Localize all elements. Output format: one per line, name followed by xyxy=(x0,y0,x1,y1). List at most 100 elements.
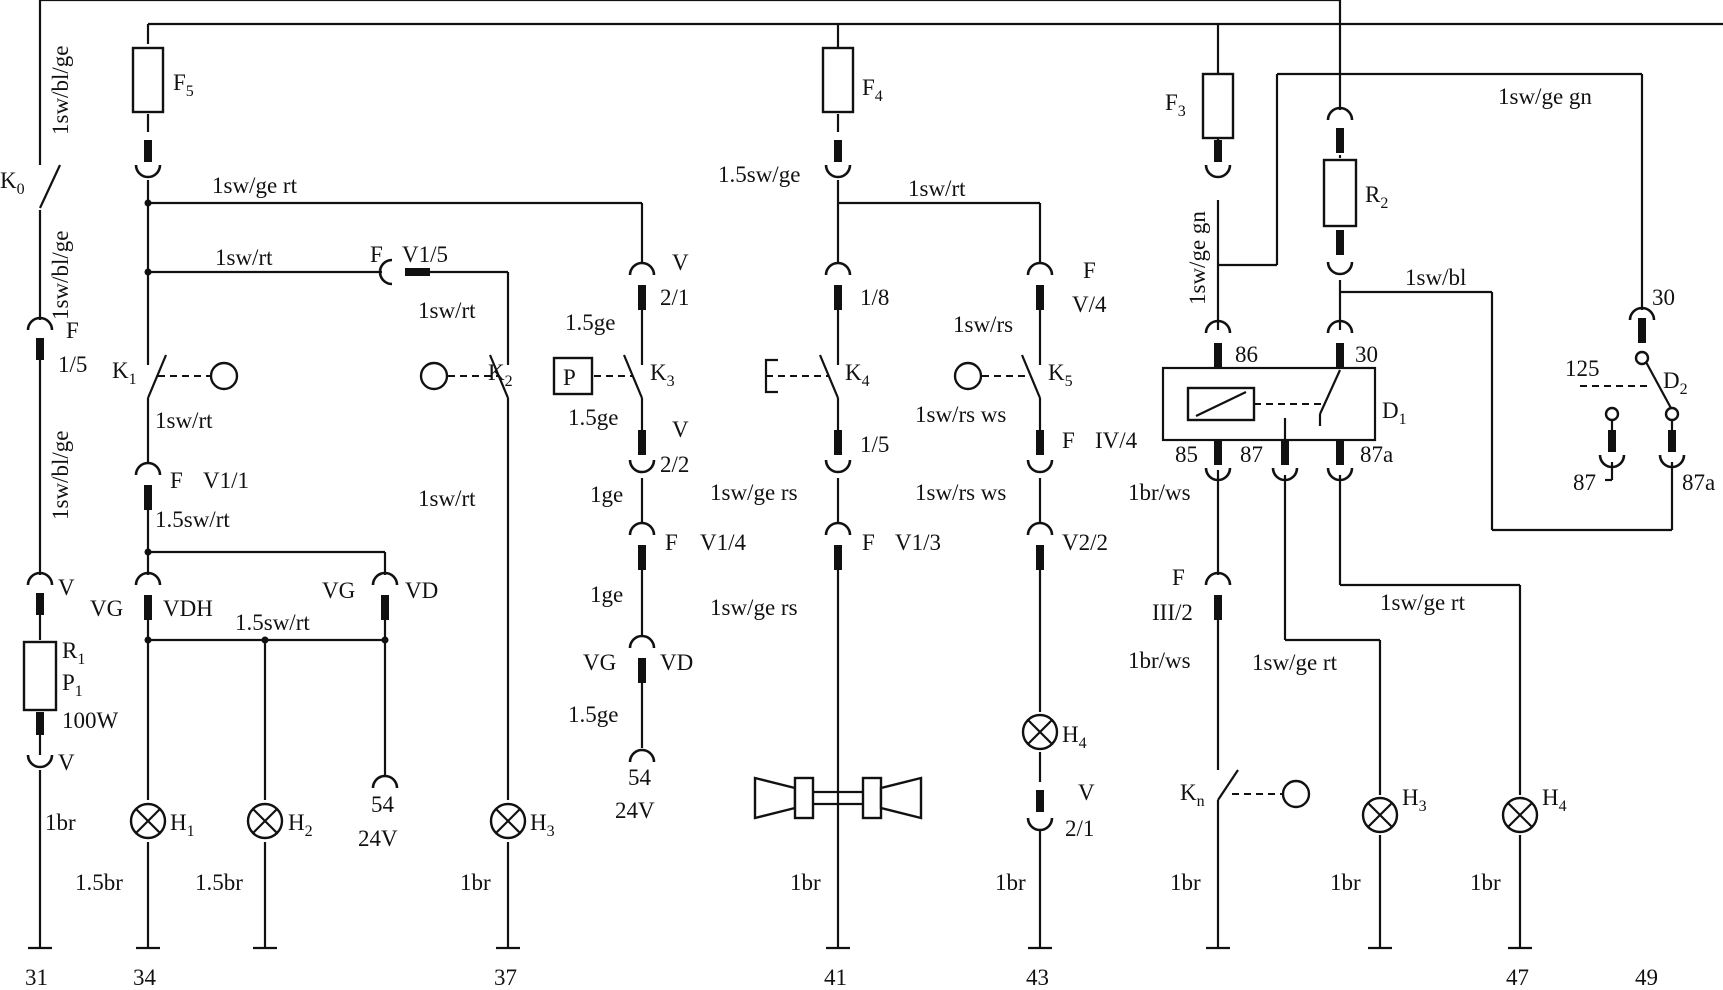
connector-label: V1/5 xyxy=(402,242,448,267)
junction-dot xyxy=(144,268,152,276)
connector xyxy=(134,140,162,179)
connector xyxy=(26,712,54,769)
wire-label: 1.5br xyxy=(195,870,243,895)
connector-label: V/4 xyxy=(1072,292,1107,317)
junction-dot xyxy=(144,199,152,207)
wire-label: 1br xyxy=(1330,870,1361,895)
wire-label: 1sw/rt xyxy=(155,408,213,433)
wire-label: 1sw/rs ws xyxy=(915,402,1006,427)
label-h2: H2 xyxy=(288,810,313,840)
wire-label: 1sw/bl/ge xyxy=(48,231,73,320)
connector-label: V xyxy=(58,575,75,600)
wire-label: 1sw/ge rt xyxy=(212,173,298,198)
connector-label: 125 xyxy=(1565,356,1600,381)
switch-kn xyxy=(1217,769,1239,801)
connector-label: 1/5 xyxy=(58,352,87,377)
connector xyxy=(628,521,656,570)
wire-label: 1br xyxy=(790,870,821,895)
connector xyxy=(26,571,54,615)
connector-label: VD xyxy=(405,578,438,603)
wire-label: 1ge xyxy=(590,482,623,507)
relay-d1 xyxy=(1161,366,1377,442)
junction-dot xyxy=(381,636,389,644)
label-p1-power: 100W xyxy=(62,708,119,733)
wire-label: 1br/ws xyxy=(1128,480,1191,505)
connector xyxy=(134,461,162,510)
connector-label: 85 xyxy=(1175,442,1198,467)
connector xyxy=(371,760,399,789)
junction-dot xyxy=(261,636,269,644)
terminal-41: 41 xyxy=(824,965,847,990)
terminal-31: 31 xyxy=(25,965,48,990)
connector xyxy=(1271,440,1299,482)
label-r2: R2 xyxy=(1365,182,1388,212)
terminal-54-mid: 54 xyxy=(628,765,652,790)
connector xyxy=(1326,319,1354,368)
connector xyxy=(26,316,54,360)
connector-label: F xyxy=(370,242,383,267)
connector-label: F xyxy=(1083,258,1096,283)
wire-label: 1sw/rt xyxy=(215,245,273,270)
connector-label: 2/2 xyxy=(660,452,689,477)
d2-pivot xyxy=(1634,350,1650,366)
switch-k1 xyxy=(146,354,168,399)
wire-label: 1sw/bl xyxy=(1405,265,1466,290)
connector xyxy=(1326,106,1354,153)
label-h3-right: H3 xyxy=(1402,785,1427,815)
connector-label: VG xyxy=(583,650,616,675)
wire-label: 1sw/rs xyxy=(953,312,1013,337)
connector xyxy=(378,258,430,286)
connector-label: 87 xyxy=(1240,442,1263,467)
label-p1: P1 xyxy=(62,670,83,700)
lamp-h3 xyxy=(489,802,527,840)
connector-label: 1/5 xyxy=(860,432,889,457)
connector xyxy=(1026,521,1054,570)
connector xyxy=(1026,261,1054,310)
wire-label: 1.5sw/ge xyxy=(718,162,800,187)
connector-label: 30 xyxy=(1652,285,1675,310)
component-labels: K0 F5 F4 F3 R1 P1 100W R2 K1 K2 P K3 K4 … xyxy=(0,70,1688,840)
terminal-54-left: 54 xyxy=(371,792,395,817)
wire-label: 1sw/ge gn xyxy=(1185,211,1210,305)
wire-label: 1br xyxy=(45,810,76,835)
connector xyxy=(1204,319,1232,368)
label-r1: R1 xyxy=(62,638,85,668)
label-k3: K3 xyxy=(650,360,675,390)
wire-label: 1sw/rt xyxy=(908,176,966,201)
terminal-37: 37 xyxy=(494,965,517,990)
connector xyxy=(1204,140,1232,179)
wire-label: 1br/ws xyxy=(1128,648,1191,673)
connector-label: F xyxy=(665,530,678,555)
resistors xyxy=(22,158,1358,712)
wire-label: 1sw/ge rt xyxy=(1380,590,1466,615)
junction-dot xyxy=(144,548,152,556)
label-h1: H1 xyxy=(170,810,195,840)
connector xyxy=(371,571,399,620)
connector xyxy=(1326,230,1354,276)
lamp-h4-right xyxy=(1501,796,1539,834)
connector xyxy=(1628,306,1656,343)
label-h3: H3 xyxy=(530,810,555,840)
connector-label: V xyxy=(672,417,689,442)
connector xyxy=(628,748,656,763)
connector-label: F xyxy=(66,318,79,343)
connector-label: V xyxy=(672,250,689,275)
label-f3: F3 xyxy=(1165,90,1186,120)
wire-label: 1sw/bl/ge xyxy=(48,431,73,520)
wire-label: 1.5sw/rt xyxy=(155,507,230,532)
connector-label: 87a xyxy=(1682,470,1715,495)
fuses xyxy=(131,46,1235,140)
connector-label: 2/1 xyxy=(660,285,689,310)
connector-label: VDH xyxy=(163,596,213,621)
terminal-labels: 31 34 37 41 43 47 49 54 24V 54 24V xyxy=(25,765,1658,990)
connector-label: VG xyxy=(90,596,123,621)
fuse-f4 xyxy=(821,46,855,114)
label-f4: F4 xyxy=(862,75,883,105)
connector-label: 1/8 xyxy=(860,285,889,310)
connector-label: 86 xyxy=(1235,342,1258,367)
terminal-47: 47 xyxy=(1506,965,1529,990)
connector-label: 87 xyxy=(1573,470,1596,495)
connector-labels: F 1/5 V V F V1/1 VG VDH VG VD F V1/5 V 2… xyxy=(58,242,1715,841)
wire-label: 1sw/rt xyxy=(418,298,476,323)
